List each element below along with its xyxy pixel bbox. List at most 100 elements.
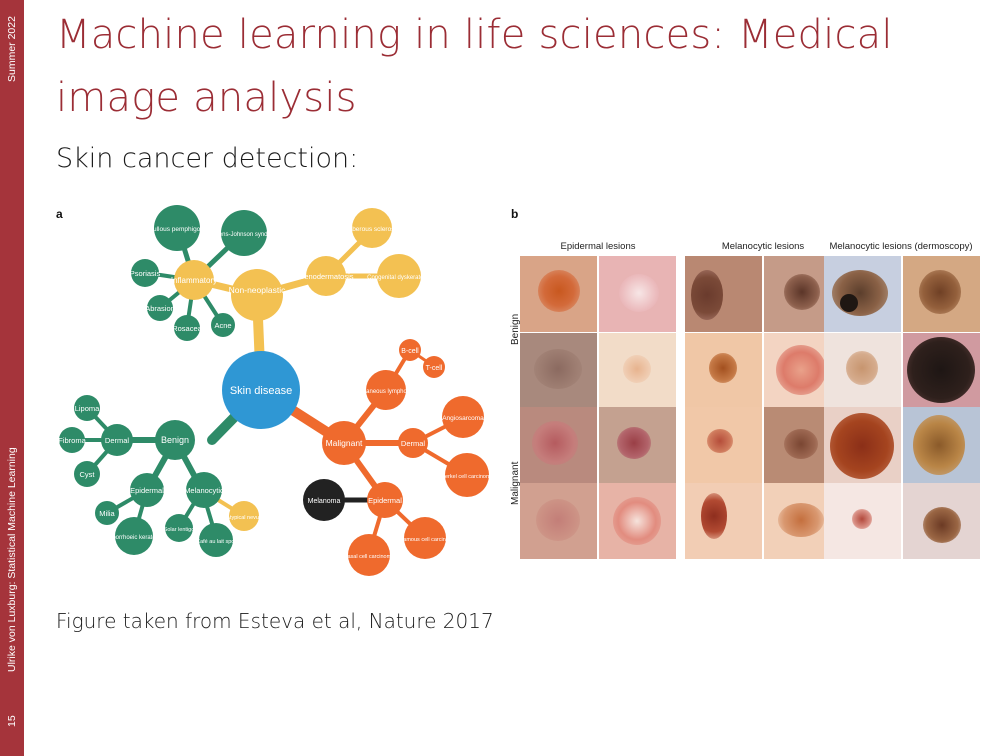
- svg-text:Acne: Acne: [214, 321, 231, 330]
- lesion-image: [824, 483, 901, 559]
- lesion-image: [685, 333, 762, 409]
- lesion-image: [520, 407, 597, 483]
- lesion-image: [824, 407, 901, 483]
- lipoma-node: Lipoma: [74, 395, 100, 421]
- abrasion-node: Abrasion: [145, 295, 175, 321]
- cutaneous-lymphoma-node: Cutaneous lymphoma: [357, 370, 416, 410]
- svg-text:Abrasion: Abrasion: [145, 304, 175, 313]
- svg-text:Cyst: Cyst: [80, 470, 96, 479]
- b-cell-node: B-cell: [399, 339, 421, 361]
- svg-text:Rosacea: Rosacea: [172, 324, 202, 333]
- svg-text:Lipoma: Lipoma: [75, 404, 100, 413]
- slide-subtitle: Skin cancer detection:: [56, 143, 359, 174]
- svg-text:Seborrhoeic keratosis: Seborrhoeic keratosis: [105, 535, 163, 541]
- svg-text:Melanocytic: Melanocytic: [184, 486, 224, 495]
- column-header-dermoscopy: Melanocytic lesions (dermoscopy): [829, 241, 973, 252]
- tuberous-sclerosis-node: Tuberous sclerosis: [345, 208, 400, 248]
- figure-caption: Figure taken from Esteva et al, Nature 2…: [56, 609, 494, 633]
- t-cell-node: T-cell: [423, 356, 445, 378]
- merkel-cell-node: Merkel cell carcinoma: [440, 453, 495, 497]
- lesion-image: [903, 483, 980, 559]
- svg-text:Angiosarcoma: Angiosarcoma: [442, 415, 484, 422]
- solar-lentigo-node: Solar lentigo: [164, 514, 195, 542]
- svg-text:Milia: Milia: [99, 509, 115, 518]
- svg-text:Fibroma: Fibroma: [58, 436, 86, 445]
- psoriasis-node: Psoriasis: [130, 259, 160, 287]
- lesion-image: [520, 333, 597, 409]
- lesion-image: [824, 256, 901, 332]
- svg-text:Dermal: Dermal: [105, 436, 130, 445]
- stevens-johnson-node: Stevens-Johnson syndrome: [207, 210, 282, 256]
- svg-text:Congenital dyskeratosis: Congenital dyskeratosis: [367, 275, 431, 281]
- svg-text:Skin disease: Skin disease: [230, 385, 292, 397]
- svg-text:B-cell: B-cell: [401, 348, 419, 355]
- lesion-image: [685, 256, 762, 332]
- malignant-node: Malignant: [322, 421, 366, 465]
- milia-node: Milia: [95, 501, 119, 525]
- page-number: 15: [6, 715, 18, 727]
- svg-text:Genodermatosis: Genodermatosis: [298, 272, 353, 281]
- cafe-au-lait-node: Café au lait spot: [196, 523, 236, 557]
- svg-text:Inflammatory: Inflammatory: [171, 276, 217, 285]
- dermal-malignant-node: Dermal: [398, 428, 428, 458]
- acne-node: Acne: [211, 313, 235, 337]
- fibroma-node: Fibroma: [58, 427, 87, 453]
- lesion-image: [599, 407, 676, 483]
- svg-text:Café au lait spot: Café au lait spot: [196, 539, 236, 545]
- svg-text:Cutaneous lymphoma: Cutaneous lymphoma: [357, 389, 416, 395]
- lesion-image: [599, 483, 676, 559]
- lesion-image: [599, 256, 676, 332]
- inflammatory-node: Inflammatory: [171, 260, 217, 300]
- column-header-epidermal: Epidermal lesions: [560, 241, 636, 252]
- lesion-image: [520, 483, 597, 559]
- epidermal-malignant-node: Epidermal: [367, 482, 403, 518]
- cyst-node: Cyst: [74, 461, 100, 487]
- dermal-benign-node: Dermal: [101, 424, 133, 456]
- melanoma-node: Melanoma: [303, 479, 345, 521]
- svg-text:Melanoma: Melanoma: [308, 498, 341, 505]
- svg-text:Solar lentigo: Solar lentigo: [164, 527, 195, 533]
- svg-text:Merkel cell carcinoma: Merkel cell carcinoma: [440, 474, 494, 480]
- genodermatosis-node: Genodermatosis: [298, 256, 354, 296]
- slide-title: Machine learning in life sciences: Medic…: [56, 12, 893, 121]
- lesion-image: [520, 256, 597, 332]
- seborrhoeic-keratosis-node: Seborrhoeic keratosis: [105, 517, 163, 555]
- sidebar-date: Summer 2022: [6, 16, 18, 82]
- lesion-image: [599, 333, 676, 409]
- svg-text:Bullous pemphigoid: Bullous pemphigoid: [149, 226, 206, 233]
- lesion-image: [903, 333, 980, 409]
- svg-text:Epidermal: Epidermal: [368, 496, 402, 505]
- melanocytic-node: Melanocytic: [184, 472, 224, 508]
- lesion-image: [685, 407, 762, 483]
- root-node: Skin disease: [222, 351, 300, 429]
- angiosarcoma-node: Angiosarcoma: [442, 396, 484, 438]
- non-neoplastic-node: Non-neoplastic: [229, 269, 286, 321]
- svg-text:Dermal: Dermal: [401, 439, 426, 448]
- lesion-image: [824, 333, 901, 409]
- disease-taxonomy-tree: Skin disease Non-neoplastic Inflammatory…: [58, 205, 495, 576]
- lesion-image: [903, 256, 980, 332]
- svg-text:Squamous cell carcinoma: Squamous cell carcinoma: [394, 537, 458, 543]
- benign-node: Benign: [155, 420, 195, 460]
- sidebar-band: [0, 0, 24, 756]
- lesion-image: [685, 483, 762, 559]
- svg-text:Benign: Benign: [161, 435, 189, 445]
- svg-text:Atypical nevus: Atypical nevus: [226, 515, 262, 521]
- panel-a-label: a: [56, 207, 63, 221]
- lesion-image: [903, 407, 980, 483]
- rosacea-node: Rosacea: [172, 315, 203, 341]
- column-header-melanocytic: Melanocytic lesions: [721, 241, 805, 252]
- epidermal-benign-node: Epidermal: [130, 473, 164, 507]
- atypical-nevus-node: Atypical nevus: [226, 501, 262, 531]
- svg-text:Basal cell carcinoma: Basal cell carcinoma: [344, 554, 395, 560]
- squamous-cell-node: Squamous cell carcinoma: [394, 517, 458, 559]
- svg-text:T-cell: T-cell: [426, 365, 443, 372]
- basal-cell-node: Basal cell carcinoma: [344, 534, 395, 576]
- svg-text:Stevens-Johnson syndrome: Stevens-Johnson syndrome: [207, 232, 282, 238]
- sidebar-author-course: Ulrike von Luxburg: Statistical Machine …: [6, 447, 18, 672]
- bullous-pemphigoid-node: Bullous pemphigoid: [149, 205, 206, 251]
- svg-text:Malignant: Malignant: [326, 438, 363, 448]
- svg-text:Epidermal: Epidermal: [130, 486, 164, 495]
- panel-b-label: b: [511, 207, 519, 221]
- congenital-dyskeratosis-node: Congenital dyskeratosis: [367, 254, 431, 298]
